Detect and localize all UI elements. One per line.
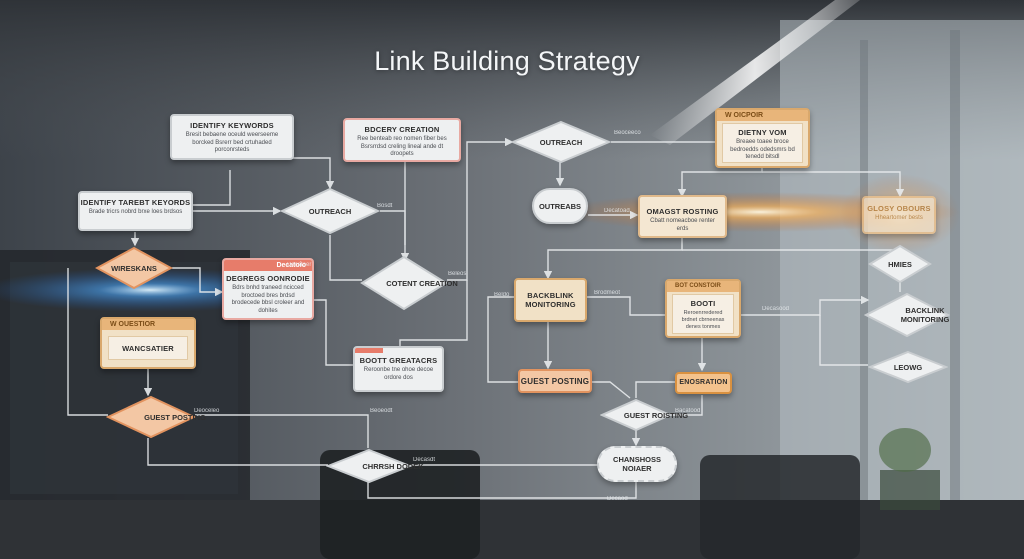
node-tag: W OICPOIR	[717, 110, 808, 121]
decision-leowg[interactable]: LEOWG	[868, 350, 948, 384]
decision-label: WIRESKANS	[111, 263, 157, 273]
node-inner: DIETNY VOM Breaee toaee broce bedroedds …	[722, 123, 803, 163]
node-desc: Reroonbe tne ohoe decoe ordore dos	[363, 367, 434, 381]
edge-label: Bosdt	[377, 203, 393, 209]
decision-guest-roisting[interactable]: GUEST ROISTING	[600, 398, 688, 432]
node-title: GLOSY OBOURS	[867, 204, 931, 213]
node-title: IDENTIFY TAREBT KEYORDS	[80, 198, 191, 207]
decision-label: GUEST ROISTING	[623, 410, 689, 420]
decision-hmies[interactable]: HMIES	[868, 244, 932, 284]
node-tag-bar	[355, 348, 383, 353]
diamond-shape	[868, 350, 948, 384]
node-boot[interactable]: BOT CONSTOIR BOOTI Reroenrredered brdnet…	[665, 279, 741, 338]
node-glow-card[interactable]: GLOSY OBOURS Hheartomer bests	[862, 196, 936, 234]
node-title: BACKBLINK MONITORING	[525, 291, 576, 309]
node-wi-question[interactable]: W OUESTIOR WANCSATIER	[100, 317, 196, 369]
diamond-shape	[864, 292, 950, 338]
node-desc: Bresit bebaene oceuld weerseeme borcked …	[185, 132, 279, 153]
decision-content-creation[interactable]: COTENT CREATION	[360, 255, 458, 311]
node-desc: Breaee toaee broce bedroedds odedsmrs bd…	[730, 139, 795, 160]
decision-label: GUEST POSTING	[144, 412, 206, 422]
node-inner: WANCSATIER	[108, 336, 188, 360]
node-tag: Decatoio	[224, 260, 312, 271]
diamond-shape	[106, 395, 196, 439]
edge-label: Decasdt	[413, 457, 436, 463]
edge-label: Beldo	[494, 292, 510, 298]
edge-label: Decatoer	[287, 262, 312, 268]
decision-label: HMIES	[888, 259, 912, 269]
edge-label: Decasood	[762, 306, 790, 312]
node-inner: BOOTI Reroenrredered brdnet cbrneenas de…	[672, 294, 734, 334]
decision-guest-posting-left[interactable]: GUEST POSTING	[106, 395, 206, 439]
decision-label: COTENT CREATION	[386, 278, 458, 288]
node-title: IDENTIFY KEYWORDS	[190, 121, 274, 130]
node-content-creation-top[interactable]: BDCERY CREATION Ree benteab reo nomen fi…	[343, 118, 461, 162]
node-desc: Cbatt nomeacboe renter erds	[650, 218, 715, 232]
node-title: BOOTT GREATACRS	[359, 356, 438, 365]
node-tag: BOT CONSTOIR	[667, 281, 739, 292]
node-boost-networks[interactable]: BOOTT GREATACRS Reroonbe tne ohoe decoe …	[353, 346, 444, 392]
node-chanshoss[interactable]: CHANSHOSS NOIAER	[597, 446, 677, 482]
decision-backlink-monitoring-right[interactable]: BACKLINK MONITORING	[864, 292, 950, 338]
node-desc: Bdrs bnhd traneed ncicced broctoed bres …	[231, 285, 305, 314]
node-title: OMAGST ROSTING	[646, 207, 719, 216]
node-backlinks-card[interactable]: Decatoio DEGREGS OONRODIE Bdrs bnhd tran…	[222, 258, 314, 320]
node-desc: Brade tricrs nobrd brxe loes brdsos	[88, 209, 183, 215]
decision-label: BACKLINK MONITORING	[900, 306, 950, 324]
node-title: ENOSRATION	[679, 379, 728, 386]
diamond-shape	[600, 398, 672, 432]
node-identify-target-keywords[interactable]: IDENTIFY TAREBT KEYORDS Brade tricrs nob…	[78, 191, 193, 231]
decision-wireskans[interactable]: WIRESKANS	[95, 246, 173, 290]
diamond-shape	[868, 244, 932, 284]
node-guest-posting-mid[interactable]: GUEST POSTING	[518, 369, 592, 393]
node-title: DEGREGS OONRODIE	[226, 274, 310, 283]
node-wi-right[interactable]: W OICPOIR DIETNY VOM Breaee toaee broce …	[715, 108, 810, 168]
node-backlink-monitoring-mid[interactable]: BACKBLINK MONITORING	[514, 278, 587, 322]
decision-label: OUTREACH	[539, 137, 583, 147]
decision-label: CHRRSH DODEK	[362, 461, 424, 471]
node-identify-keywords[interactable]: IDENTIFY KEYWORDS Bresit bebaene oceuld …	[170, 114, 294, 160]
decision-outreach-left[interactable]: OUTREACH	[280, 187, 380, 235]
node-desc: Reroenrredered brdnet cbrneenas denes to…	[681, 310, 725, 330]
edge-label: Beoceeco	[614, 130, 641, 136]
diamond-shape	[511, 120, 611, 164]
node-outreachs[interactable]: OUTREABS	[532, 188, 588, 224]
node-desc: Hheartomer bests	[875, 215, 923, 221]
node-title: BDCERY CREATION	[364, 125, 440, 134]
decision-outreach-top[interactable]: OUTREACH	[511, 120, 611, 164]
diamond-shape	[326, 448, 412, 484]
node-title: DIETNY VOM	[738, 128, 787, 137]
diamond-shape	[95, 246, 173, 290]
edge-label: Deoceleo	[194, 408, 220, 414]
decision-label: OUTREACH	[308, 206, 352, 216]
edge-label: Brodmeot	[594, 290, 621, 296]
decision-label: LEOWG	[893, 362, 923, 372]
edge-label: Bacatood	[675, 408, 701, 414]
diamond-shape	[360, 255, 448, 311]
node-title: BOOTI	[690, 299, 716, 308]
edge-label: Decaod	[607, 496, 628, 502]
diamond-shape	[280, 187, 380, 235]
node-engagement[interactable]: ENOSRATION	[675, 372, 732, 394]
node-tag: W OUESTIOR	[102, 319, 194, 330]
diagram-title: Link Building Strategy	[374, 46, 640, 76]
edge-label: Beoeodt	[370, 408, 393, 414]
node-desc: Ree benteab reo nomen fiber bes Bsrsrrds…	[357, 136, 447, 157]
decision-chrrsh-dodek[interactable]: CHRRSH DODEK	[326, 448, 424, 484]
node-guest-posting-right[interactable]: OMAGST ROSTING Cbatt nomeacboe renter er…	[638, 195, 727, 238]
edge-label: Decatoad	[604, 208, 630, 214]
edge-label: Beleos	[448, 271, 467, 277]
node-title: WANCSATIER	[122, 344, 174, 353]
node-title: GUEST POSTING	[520, 377, 590, 386]
